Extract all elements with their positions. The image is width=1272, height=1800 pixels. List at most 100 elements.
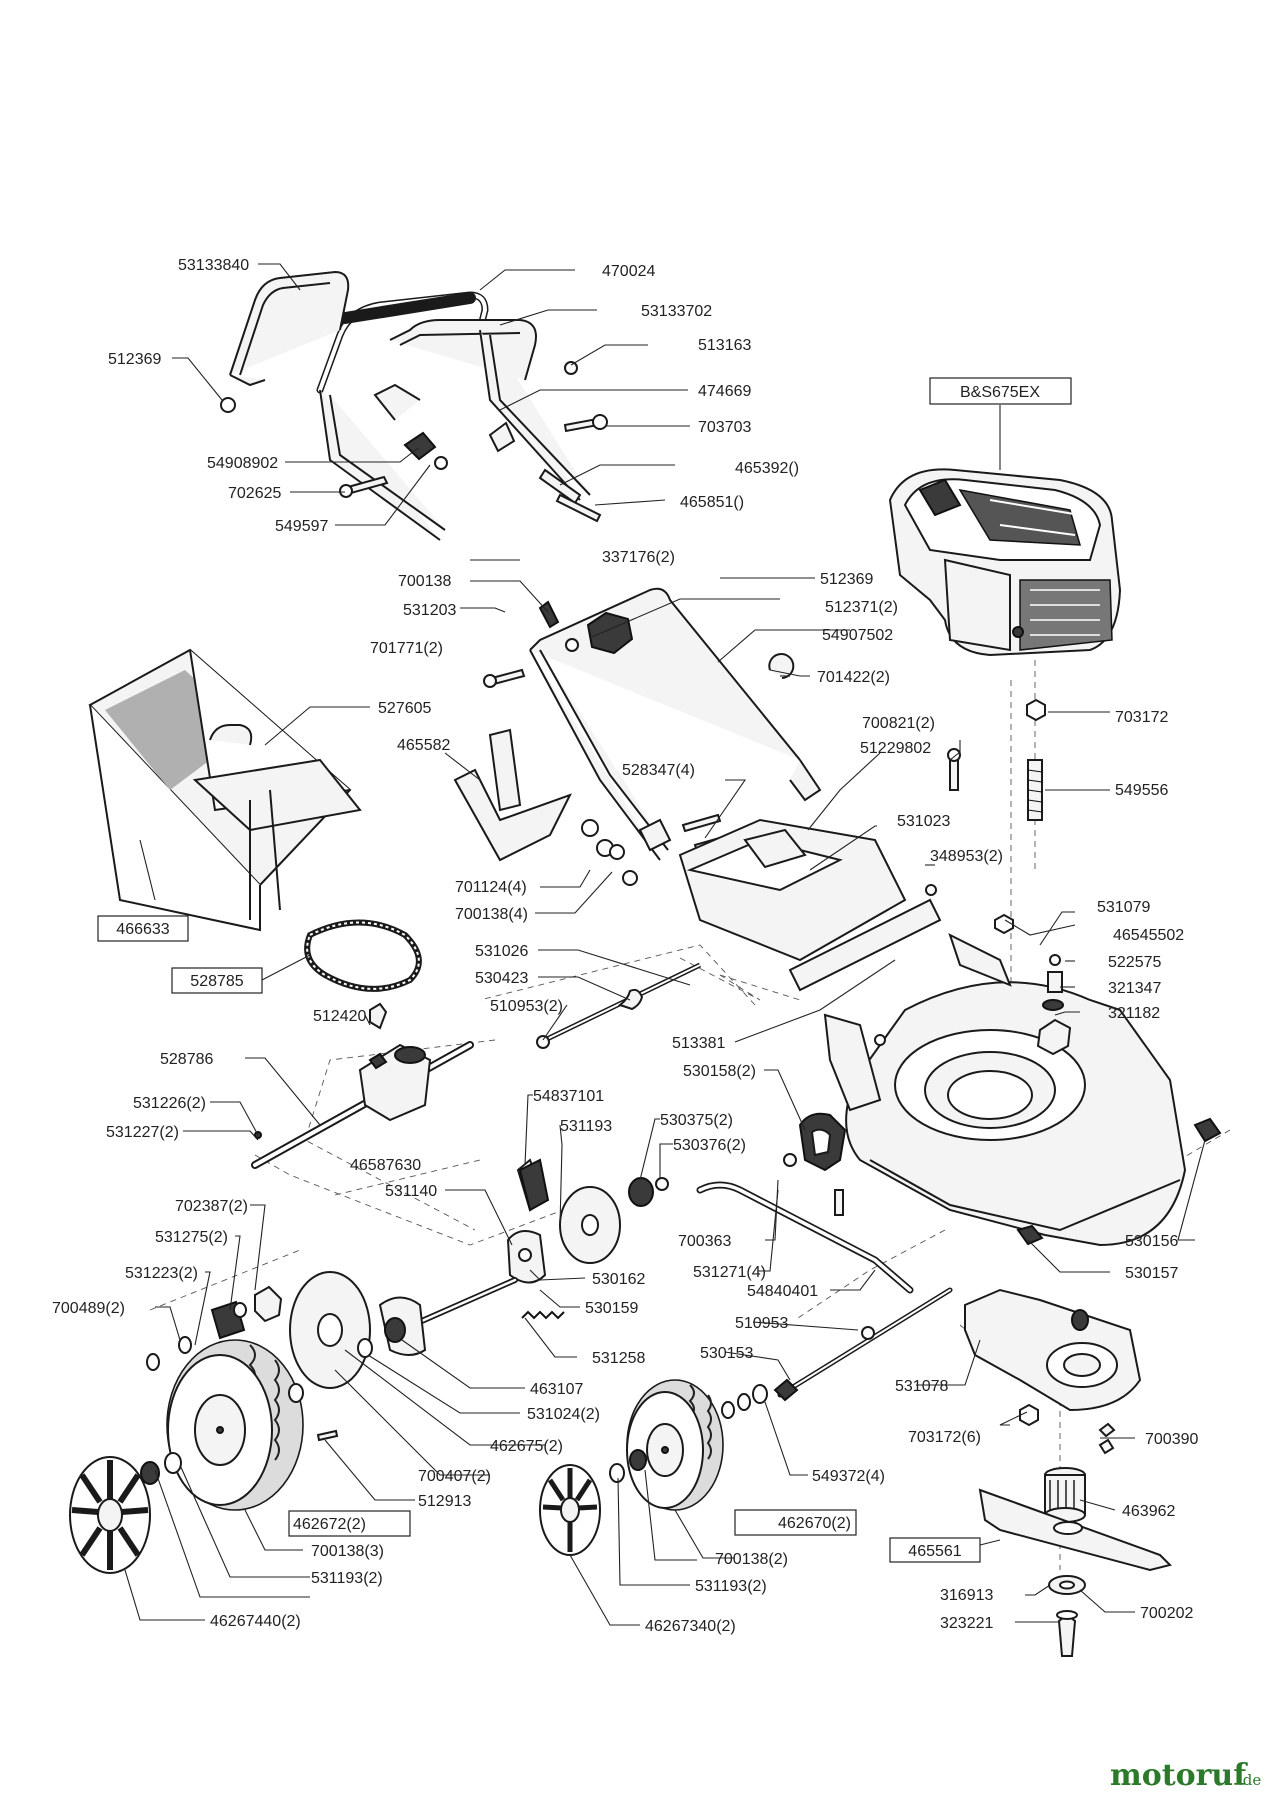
label-54840401: 54840401: [747, 1283, 818, 1300]
label-530162: 530162: [592, 1271, 645, 1288]
assembly-guide-lines: [149, 660, 1231, 1570]
label-54907502: 54907502: [822, 627, 893, 644]
label-530158: 530158(2): [683, 1063, 756, 1080]
label-531193-rear: 531193(2): [311, 1570, 383, 1587]
label-531227: 531227(2): [106, 1124, 179, 1141]
label-531258: 531258: [592, 1350, 645, 1367]
label-531223: 531223(2): [125, 1265, 198, 1282]
label-512420: 512420: [313, 1008, 366, 1025]
label-53133840: 53133840: [178, 257, 249, 274]
axle-bracket-530158: [783, 1112, 847, 1172]
label-465582: 465582: [397, 737, 450, 754]
brand-watermark: motoruf .de: [1110, 1758, 1261, 1793]
gearbox-528786: [251, 1002, 474, 1169]
front-axle-54840401: [696, 1181, 953, 1402]
label-531275: 531275(2): [155, 1229, 228, 1246]
label-522575: 522575: [1108, 954, 1161, 971]
label-531193-single: 531193: [560, 1118, 612, 1135]
label-531024: 531024(2): [527, 1406, 600, 1423]
label-703172-6: 703172(6): [908, 1429, 981, 1446]
label-549556: 549556: [1115, 782, 1168, 799]
label-549597: 549597: [275, 518, 328, 535]
belt-part-label: 528785: [190, 973, 243, 990]
label-531271: 531271(4): [693, 1264, 766, 1281]
label-701422: 701422(2): [817, 669, 890, 686]
label-512369-handle: 512369: [820, 571, 873, 588]
label-530157: 530157: [1125, 1265, 1178, 1282]
leader-lines: [124, 263, 1206, 1626]
label-513381: 513381: [672, 1035, 725, 1052]
label-348953: 348953(2): [930, 848, 1003, 865]
label-474669: 474669: [698, 383, 751, 400]
label-462675: 462675(2): [490, 1438, 563, 1455]
label-700821: 700821(2): [862, 715, 935, 732]
belt-part-box: [171, 967, 263, 994]
label-700138-top: 700138: [398, 573, 451, 590]
label-700138-3: 700138(3): [311, 1543, 384, 1560]
catcher-part-box: [97, 915, 189, 942]
label-510953: 510953: [735, 1315, 788, 1332]
brand-suffix: .de: [1238, 1771, 1261, 1789]
label-700202: 700202: [1140, 1605, 1193, 1622]
label-530153: 530153: [700, 1345, 753, 1362]
label-700390: 700390: [1145, 1431, 1198, 1448]
drive-belt: [304, 919, 422, 992]
label-46545502: 46545502: [1113, 927, 1184, 944]
label-530423: 530423: [475, 970, 528, 987]
engine-b-s675ex: [888, 468, 1122, 657]
label-337176: 337176(2): [602, 549, 675, 566]
label-54908902: 54908902: [207, 455, 278, 472]
lever-assembly: [506, 1158, 669, 1320]
label-530375: 530375(2): [660, 1112, 733, 1129]
label-46587630: 46587630: [350, 1157, 421, 1174]
label-527605: 527605: [378, 700, 431, 717]
label-701771: 701771(2): [370, 640, 443, 657]
label-531079: 531079: [1097, 899, 1150, 916]
label-530156: 530156: [1125, 1233, 1178, 1250]
blade-part-label: 465561: [908, 1543, 961, 1560]
label-513163: 513163: [698, 337, 751, 354]
label-701124: 701124(4): [455, 879, 527, 896]
front-wheel-462670: [539, 1379, 768, 1556]
label-321182: 321182: [1108, 1005, 1160, 1022]
label-465851: 465851(): [680, 494, 744, 511]
label-512369-top: 512369: [108, 351, 161, 368]
label-512371: 512371(2): [825, 599, 898, 616]
label-549372: 549372(4): [812, 1468, 885, 1485]
grass-catcher: [88, 648, 362, 932]
label-463107: 463107: [530, 1381, 583, 1398]
rear-axle-463107: [378, 1277, 518, 1356]
label-700138-4: 700138(4): [455, 906, 528, 923]
lower-handle-assembly: [483, 587, 822, 886]
label-321347: 321347: [1108, 980, 1161, 997]
label-470024: 470024: [602, 263, 655, 280]
label-700407: 700407(2): [418, 1468, 491, 1485]
label-531203: 531203: [403, 602, 456, 619]
label-512913: 512913: [418, 1493, 471, 1510]
label-528786: 528786: [160, 1051, 213, 1068]
deflector-465582: [453, 728, 573, 862]
label-323221: 323221: [940, 1615, 993, 1632]
brand-name: motoruf: [1110, 1758, 1248, 1793]
label-465392: 465392(): [735, 460, 799, 477]
label-463962: 463962: [1122, 1503, 1175, 1520]
engine-mount-hardware: [947, 698, 1046, 821]
blade-part-box: [889, 1537, 981, 1563]
label-316913: 316913: [940, 1587, 993, 1604]
label-51229802: 51229802: [860, 740, 931, 757]
label-510953-2: 510953(2): [490, 998, 563, 1015]
blade-adapter-531078: [964, 1288, 1142, 1412]
rear-wheel-part-label: 462672(2): [293, 1516, 366, 1533]
label-703172-top: 703172: [1115, 709, 1168, 726]
label-531226: 531226(2): [133, 1095, 206, 1112]
label-531026: 531026: [475, 943, 528, 960]
label-531193-front: 531193(2): [695, 1578, 767, 1595]
label-531078: 531078: [895, 1378, 948, 1395]
label-700489: 700489(2): [52, 1300, 125, 1317]
rear-wheel-462672: [69, 1271, 373, 1574]
label-531140: 531140: [385, 1183, 437, 1200]
height-adjuster-rod: [536, 962, 702, 1049]
rear-left-small-parts: [146, 1285, 1115, 1455]
blade-hub-stack: [978, 1403, 1172, 1657]
